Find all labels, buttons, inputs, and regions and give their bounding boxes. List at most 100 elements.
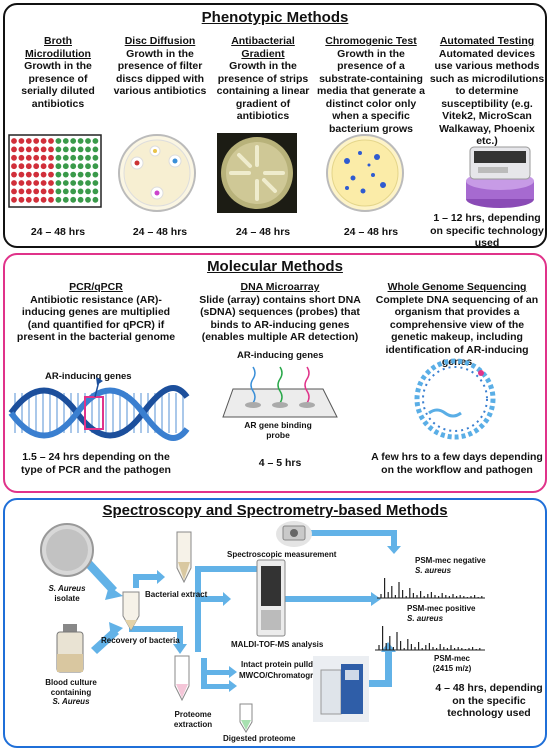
plate-well [85, 196, 91, 203]
spectroscope-image [276, 521, 312, 547]
gradient-text: Growth in the presence of strips contain… [216, 60, 310, 122]
pcr-time: 1.5 – 24 hrs depending on the type of PC… [21, 451, 171, 476]
plate-well [92, 180, 99, 186]
gradient-heading: Antibacterial [231, 35, 295, 47]
spectrum-positive-chart [375, 626, 485, 651]
plate-well [55, 188, 62, 195]
plate-well [40, 146, 47, 153]
broth-heading: Broth [44, 35, 72, 47]
plate-well [18, 188, 25, 195]
wgs-text: Complete DNA sequencing of an organism t… [375, 293, 539, 369]
automated-time: 1 – 12 hrs, depending on specific techno… [430, 212, 544, 249]
automated-heading: Automated Testing [439, 35, 535, 47]
plate-well [77, 138, 84, 144]
plate-well [11, 180, 17, 186]
plate-well [33, 188, 40, 195]
plate-well [77, 146, 84, 153]
plate-well [62, 188, 69, 195]
proteome-line-2: extraction [173, 719, 213, 729]
plate-well [62, 146, 69, 153]
plate-well [77, 171, 84, 178]
psm-mec-line-2: (2415 m/z) [432, 663, 472, 673]
plate-well [48, 138, 54, 144]
phenotypic-title: Phenotypic Methods [201, 9, 349, 26]
blood-species: S. Aureus [52, 697, 90, 706]
chromogenic-dish-image [326, 134, 404, 212]
broth-text: Growth in the presence of serially dilut… [21, 60, 95, 110]
plate-well [25, 154, 32, 161]
spectrum-negative-chart [377, 578, 485, 599]
plate-well [11, 196, 17, 203]
pcr-dna-helix-image [8, 377, 190, 441]
pcr-column: PCR/qPCR Antibiotic resistance (AR)-indu… [11, 281, 181, 344]
plate-well [92, 138, 99, 144]
pcr-heading: PCR/qPCR [69, 281, 123, 293]
plate-well [40, 171, 47, 178]
microarray-time: 4 – 5 hrs [258, 457, 302, 469]
plate-well [92, 188, 99, 195]
microdilution-plate-image [8, 134, 102, 208]
plate-well [92, 163, 99, 170]
automated-text: Automated devices use various methods su… [429, 47, 545, 148]
wgs-genome-image [414, 358, 496, 440]
plate-well [77, 196, 84, 203]
psm-neg-line-1: PSM-mec negative [415, 556, 486, 565]
plate-well [18, 163, 25, 170]
plate-well [33, 138, 40, 144]
plate-well [40, 196, 47, 203]
plate-well [77, 154, 84, 161]
plate-well [85, 188, 91, 195]
psm-pos-line-2: S. aureus [407, 613, 444, 623]
plate-well [40, 180, 47, 186]
wgs-column: Whole Genome Sequencing Complete DNA seq… [371, 281, 543, 369]
chromogenic-heading: Chromogenic Test [325, 35, 417, 47]
recovery-tube-image [122, 591, 140, 632]
lcms-instrument-image [313, 656, 369, 722]
plate-well [55, 154, 62, 161]
plate-well [70, 180, 77, 186]
spectroscopy-time: 4 – 48 hrs, depending on the specific te… [435, 682, 543, 719]
plate-well [62, 196, 69, 203]
blood-culture-bottle-image [56, 624, 84, 673]
plate-well [92, 196, 99, 203]
plate-well [18, 154, 25, 161]
plate-well [77, 180, 84, 186]
proteome-tube-image [174, 655, 190, 702]
pcr-ar-genes-label: AR-inducing genes [45, 371, 132, 382]
disc-text: Growth in the presence of filter discs d… [113, 47, 207, 98]
plate-well [33, 180, 40, 186]
chromogenic-text: Growth in the presence of a substrate-co… [317, 47, 425, 135]
plate-well [85, 154, 91, 161]
antibacterial-gradient-column: Antibacterial Gradient Growth in the pre… [215, 35, 311, 123]
plate-well [33, 154, 40, 161]
plate-well [70, 154, 77, 161]
plate-well [55, 171, 62, 178]
disc-time: 24 – 48 hrs [132, 226, 188, 238]
broth-time: 24 – 48 hrs [30, 226, 86, 238]
plate-well [55, 180, 62, 186]
plate-well [55, 163, 62, 170]
plate-well [77, 188, 84, 195]
proteome-line-1: Proteome [174, 710, 212, 719]
plate-well [33, 146, 40, 153]
mwco-label: MWCO/Chromatography [239, 671, 332, 680]
plate-well [48, 196, 54, 203]
plate-well [55, 146, 62, 153]
plate-well [85, 180, 91, 186]
broth-microdilution-column: Broth Microdilution Growth in the presen… [9, 35, 107, 110]
spectro-label: Spectroscopic measurement [227, 550, 337, 559]
plate-well [55, 138, 62, 144]
automated-instrument-image [466, 146, 534, 208]
plate-well [55, 196, 62, 203]
microarray-ar-genes-label: AR-inducing genes [237, 350, 324, 361]
plate-well [48, 188, 54, 195]
chromogenic-test-column: Chromogenic Test Growth in the presence … [315, 35, 427, 135]
blood-line-1: Blood culture [45, 678, 97, 687]
plate-well [33, 163, 40, 170]
plate-well [25, 171, 32, 178]
pulldown-label: Intact protein pulldown [241, 660, 329, 669]
plate-well [18, 180, 25, 186]
